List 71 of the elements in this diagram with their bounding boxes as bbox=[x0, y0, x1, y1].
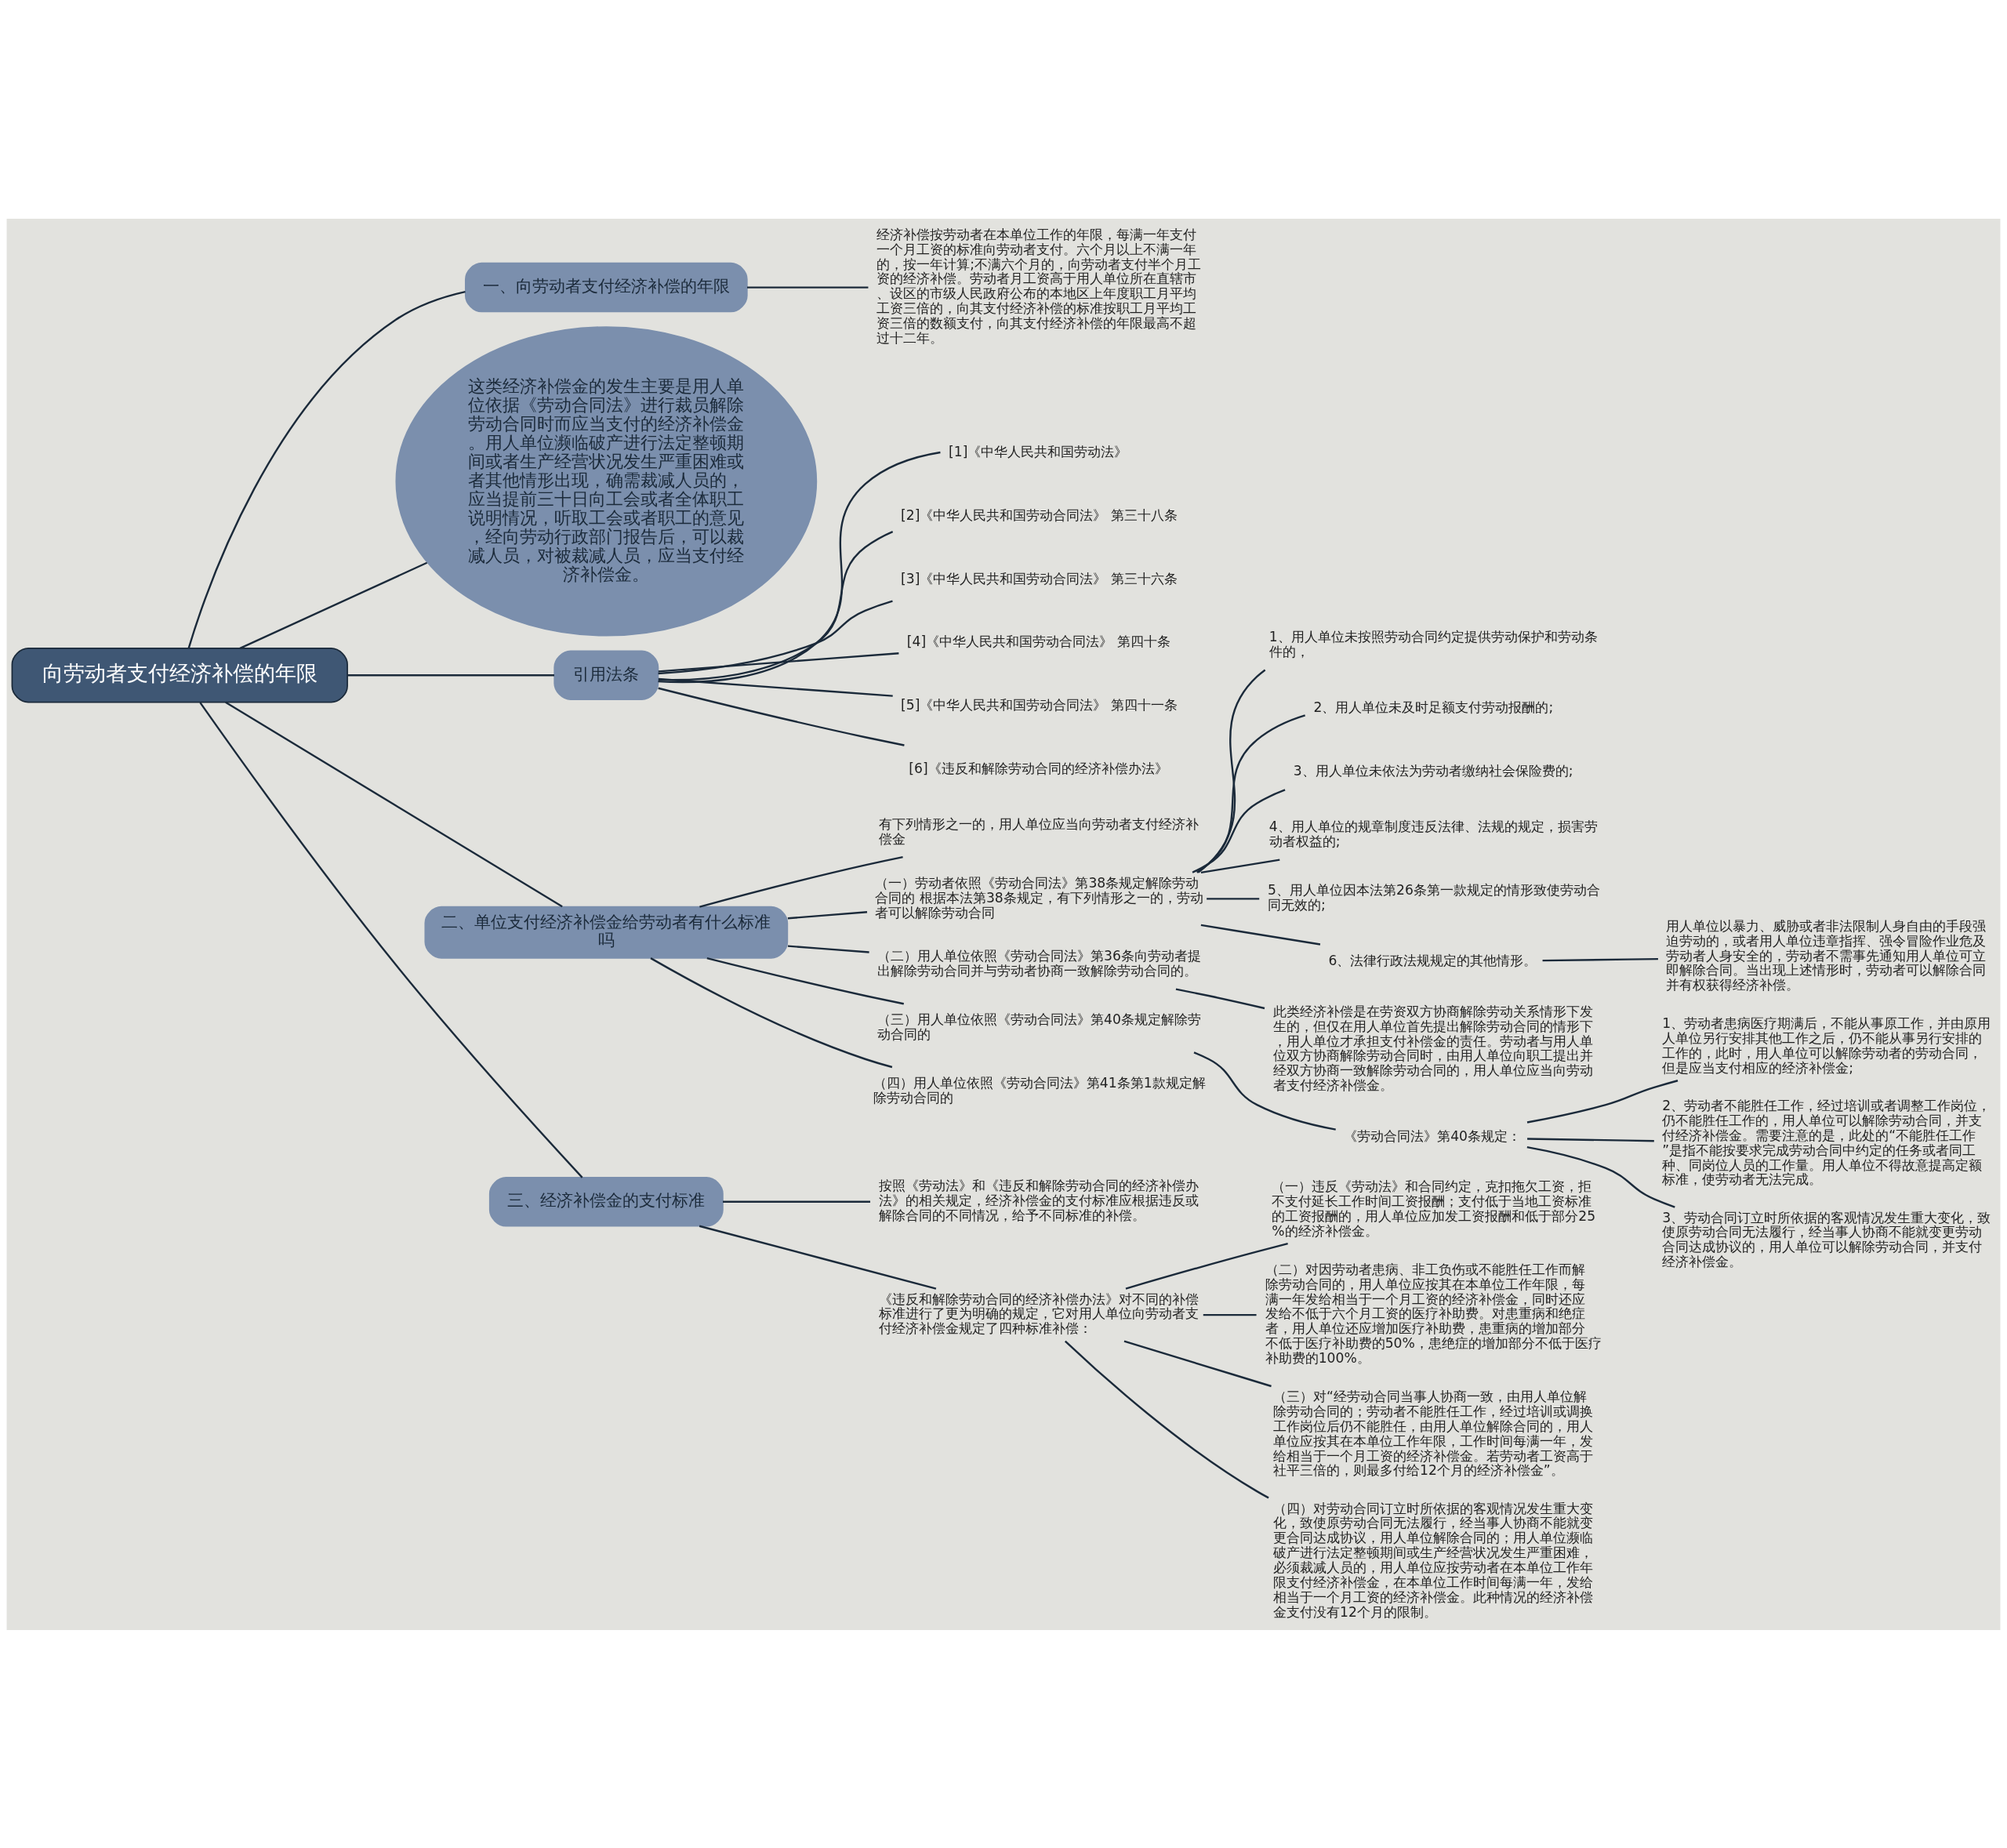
connector bbox=[658, 687, 905, 746]
node-box: 三、经济补偿金的支付标准 bbox=[488, 1176, 724, 1227]
node-text: [4]《中华人民共和国劳动合同法》 第四十条 bbox=[906, 633, 1170, 649]
connector bbox=[1527, 1137, 1654, 1142]
node-text: [2]《中华人民共和国劳动合同法》 第三十八条 bbox=[901, 506, 1178, 523]
connector bbox=[1125, 1242, 1288, 1290]
connector bbox=[239, 561, 428, 649]
node-text: 3、劳动合同订立时所依据的客观情况发生重大变化，致使原劳动合同无法履行，经当事人协商不能就变更劳动合同达成协议的，用人单位可以解除劳动合同，并支付经济补偿金。 bbox=[1662, 1209, 1991, 1269]
connector bbox=[1200, 858, 1280, 873]
connector bbox=[1542, 957, 1658, 961]
connector bbox=[1196, 713, 1306, 873]
connector bbox=[658, 652, 899, 673]
connector bbox=[187, 290, 466, 648]
node-text: 2、劳动者不能胜任工作，经过培训或者调整工作岗位，仍不能胜任工作的，用人单位可以解除劳动合同，并支付经济补偿金。需要注意的是，此处的“不能胜任工作”是指不能按要求完成劳动合同中约定的任务或者同工种、同岗位人员的工作量。用人单位不得故意提高定额标准，使劳动者无法完成。 bbox=[1662, 1097, 1991, 1187]
node-text: 3、用人单位未依法为劳动者缴纳社会保险费的; bbox=[1293, 762, 1573, 779]
node-text: （四）对劳动合同订立时所依据的客观情况发生重大变化，致使原劳动合同无法履行，经当事人协商不能就变更合同达成协议，用人单位解除合同的；用人单位濒临破产进行法定整顿期间或生产经营状况发生严重困难，必须裁减人员的，用人单位应按劳动者在本单位工作年限支付经济补偿金，在本单位工作时间每满一年，发给相当于一个月工资的经济补偿金。此种情况的经济补偿金支付没有12个月的限制。 bbox=[1272, 1500, 1593, 1620]
connector bbox=[787, 944, 869, 953]
connector bbox=[706, 957, 905, 1004]
node-text: 4、用人单位的规章制度违反法律、法规的规定，损害劳动者权益的; bbox=[1268, 818, 1598, 849]
node-text: 《劳动合同法》第40条规定： bbox=[1344, 1127, 1521, 1144]
node-text: 按照《劳动法》和《违反和解除劳动合同的经济补偿办法》的相关规定，经济补偿金的支付标准应根据违反或解除合同的不同情况，给予不同标准的补偿。 bbox=[878, 1177, 1199, 1223]
node-text: 此类经济补偿是在劳资双方协商解除劳动关系情形下发生的，但仅在用人单位首先提出解除劳动合同的情形下，用人单位才承担支付补偿金的责任。劳动者与用人单位双方协商解除劳动合同时，由用人单位向职工提出并经双方协商一致解除劳动合同的，用人单位应当向劳动者支付经济补偿金。 bbox=[1272, 1003, 1593, 1093]
connector bbox=[747, 285, 869, 289]
node-box: 向劳动者支付经济补偿的年限 bbox=[11, 647, 348, 703]
node-text: [1]《中华人民共和国劳动法》 bbox=[949, 443, 1128, 459]
connector bbox=[1064, 1340, 1269, 1498]
node-text: 6、法律行政法规规定的其他情形。 bbox=[1328, 952, 1537, 968]
connector bbox=[1123, 1340, 1272, 1387]
node-text: （三）对“经劳动合同当事人协商一致，由用人单位解除劳动合同的；劳动者不能胜任工作，经过培训或调换工作岗位后仍不能胜任，由用人单位解除合同的，用人单位应按其在本单位工作年限，工作时间每满一年，发给相当于一个月工资的经济补偿金。若劳动者工资高于社平三倍的，则最多付给12个月的经济补偿金”。 bbox=[1272, 1388, 1593, 1478]
connector bbox=[1526, 1145, 1675, 1208]
node-text: （二）用人单位依照《劳动合同法》第36条向劳动者提出解除劳动合同并与劳动者协商一致解除劳动合同的。 bbox=[877, 947, 1201, 978]
node-text: [3]《中华人民共和国劳动合同法》 第三十六条 bbox=[901, 570, 1178, 586]
connector bbox=[658, 451, 941, 683]
connector bbox=[723, 1200, 870, 1203]
connector bbox=[1192, 788, 1286, 873]
connector bbox=[650, 957, 893, 1068]
connector bbox=[1197, 668, 1266, 873]
node-text: （二）对因劳动者患病、非工负伤或不能胜任工作而解除劳动合同的，用人单位应按其在本单位工作年限，每满一年发给相当于一个月工资的经济补偿金，同时还应发给不低于六个月工资的医疗补助费。对患重病和绝症者，用人单位还应增加医疗补助费，患重病的增加部分不低于医疗补助费的50%，患绝症的增加部分不低于医疗补助费的100%。 bbox=[1265, 1261, 1602, 1366]
node-text: （一）劳动者依照《劳动合同法》第38条规定解除劳动合同的 根据本法第38条规定，有下列情形之一的，劳动者可以解除劳动合同 bbox=[875, 874, 1203, 920]
connector bbox=[225, 701, 563, 907]
connector bbox=[699, 1225, 937, 1290]
connector bbox=[658, 600, 893, 674]
connector bbox=[658, 677, 893, 697]
node-box: 一、向劳动者支付经济补偿的年限 bbox=[465, 262, 748, 312]
node-text: （三）用人单位依照《劳动合同法》第40条规定解除劳动合同的 bbox=[877, 1011, 1201, 1042]
connector bbox=[658, 530, 894, 681]
node-text: 1、劳动者患病医疗期满后，不能从事原工作，并由原用人单位另行安排其他工作之后，仍不能从事另行安排的工作的，此时，用人单位可以解除劳动者的劳动合同，但是应当支付相应的经济补偿金; bbox=[1662, 1015, 1991, 1076]
connector bbox=[199, 701, 583, 1178]
connector bbox=[347, 673, 554, 676]
node-ellipse: 这类经济补偿金的发生主要是用人单位依据《劳动合同法》进行裁员解除劳动合同时而应当支付的经济补偿金。用人单位濒临破产进行法定整顿期间或者生产经营状况发生严重困难或者其他情形出现，确需裁减人员的，应当提前三十日向工会或者全体职工说明情况，听取工会或者职工的意见，经向劳动行政部门报告后，可以裁减人员，对被裁减人员，应当支付经济补偿金。 bbox=[395, 325, 818, 637]
connector bbox=[699, 855, 903, 908]
node-text: 有下列情形之一的，用人单位应当向劳动者支付经济补偿金 bbox=[878, 815, 1199, 847]
node-box: 二、单位支付经济补偿金给劳动者有什么标准吗 bbox=[424, 906, 789, 959]
node-text: 1、用人单位未按照劳动合同约定提供劳动保护和劳动条件的， bbox=[1268, 628, 1598, 659]
node-text: （一）违反《劳动法》和合同约定，克扣拖欠工资，拒不支付延长工作时间工资报酬；支付低于当地工资标准的工资报酬的，用人单位应加发工资报酬和低于部分25%的经济补偿金。 bbox=[1272, 1178, 1596, 1239]
connector bbox=[1193, 1051, 1336, 1131]
connector bbox=[1200, 924, 1321, 946]
connector bbox=[1207, 897, 1260, 900]
node-text: 5、用人单位因本法第26条第一款规定的情形致使劳动合同无效的; bbox=[1268, 881, 1600, 913]
connector bbox=[1175, 987, 1265, 1009]
node-text: 2、用人单位未及时足额支付劳动报酬的; bbox=[1313, 699, 1554, 715]
node-text: 《违反和解除劳动合同的经济补偿办法》对不同的补偿标准进行了更为明确的规定，它对用人单位向劳动者支付经济补偿金规定了四种标准补偿： bbox=[878, 1290, 1199, 1336]
connector bbox=[787, 910, 868, 919]
node-text: [6]《违反和解除劳动合同的经济补偿办法》 bbox=[909, 760, 1168, 776]
connector bbox=[1526, 1079, 1679, 1124]
connector bbox=[1203, 1313, 1257, 1316]
node-text: 用人单位以暴力、威胁或者非法限制人身自由的手段强迫劳动的，或者用人单位违章指挥、强令冒险作业危及劳动者人身安全的，劳动者不需事先通知用人单位可立即解除合同。当出现上述情形时，劳动者可以解除合同并有权获得经济补偿。 bbox=[1666, 917, 1987, 993]
node-text: （四）用人单位依照《劳动合同法》第41条第1款规定解除劳动合同的 bbox=[873, 1074, 1206, 1106]
node-text: 经济补偿按劳动者在本单位工作的年限，每满一年支付一个月工资的标准向劳动者支付。六个月以上不满一年的，按一年计算;不满六个月的，向劳动者支付半个月工资的经济补偿。劳动者月工资高于用人单位所在直辖市、设区的市级人民政府公布的本地区上年度职工月平均工资三倍的，向其支付经济补偿的标准按职工月平均工资三倍的数额支付，向其支付经济补偿的年限最高不超过十二年。 bbox=[876, 226, 1201, 346]
node-box: 引用法条 bbox=[553, 650, 659, 700]
node-text: [5]《中华人民共和国劳动合同法》 第四十一条 bbox=[901, 696, 1178, 713]
